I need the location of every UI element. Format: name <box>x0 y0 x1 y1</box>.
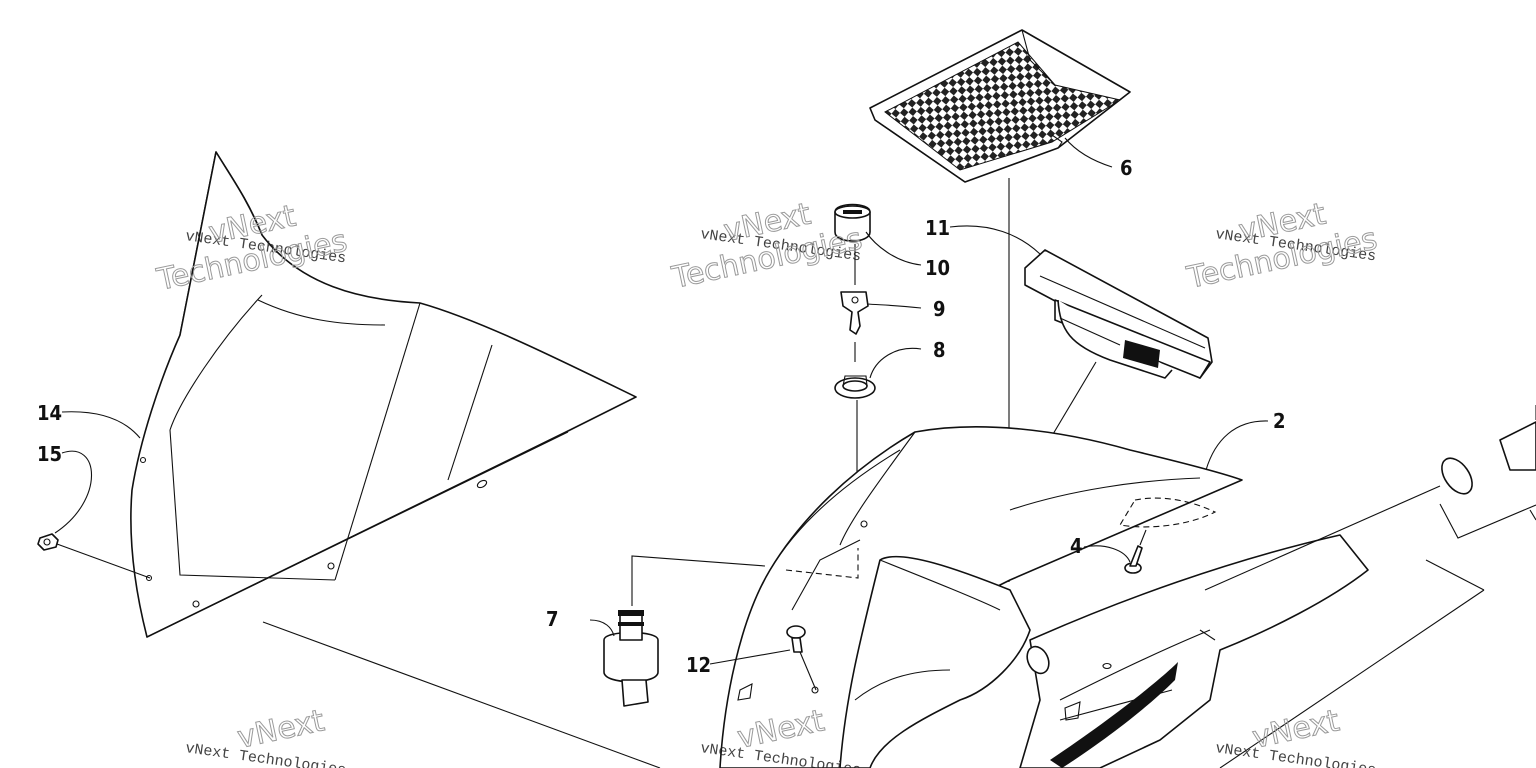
gauge-part-11 <box>1024 249 1213 379</box>
callout-10: 10 <box>925 256 950 280</box>
rivet-part-4 <box>1124 529 1147 574</box>
assembly-line <box>262 621 661 768</box>
callout-2: 2 <box>1273 409 1286 433</box>
callout-7: 7 <box>546 607 559 631</box>
hood-part <box>719 426 1243 768</box>
svg-text:vNext: vNext <box>234 703 327 756</box>
callout-15: 15 <box>37 442 62 466</box>
watermark-top-right-outline: vNext Technologies <box>1183 196 1381 296</box>
switch-part-7 <box>603 548 859 707</box>
watermark-bottom-right-outline: vNext <box>1249 703 1343 757</box>
callout-9: 9 <box>933 297 946 321</box>
key-cap-part-10 <box>834 203 871 285</box>
svg-text:vNext: vNext <box>1249 703 1342 756</box>
grommet-part-8 <box>834 375 876 522</box>
key-part-9 <box>840 291 869 362</box>
net-tray-part <box>869 29 1131 183</box>
windshield-part <box>130 151 637 638</box>
callout-6: 6 <box>1120 156 1133 180</box>
callout-4: 4 <box>1070 534 1083 558</box>
callout-14: 14 <box>37 401 62 425</box>
screw-part-12 <box>786 625 817 691</box>
callout-12: 12 <box>686 653 711 677</box>
screw-part-15 <box>37 533 151 579</box>
right-edge-part <box>1204 405 1536 768</box>
callout-11: 11 <box>925 216 950 240</box>
callout-8: 8 <box>933 338 946 362</box>
watermark-top-center-outline: vNext Technologies <box>668 196 866 296</box>
side-panel-part <box>1019 534 1369 768</box>
watermark-bottom-left-outline: vNext <box>234 703 328 757</box>
